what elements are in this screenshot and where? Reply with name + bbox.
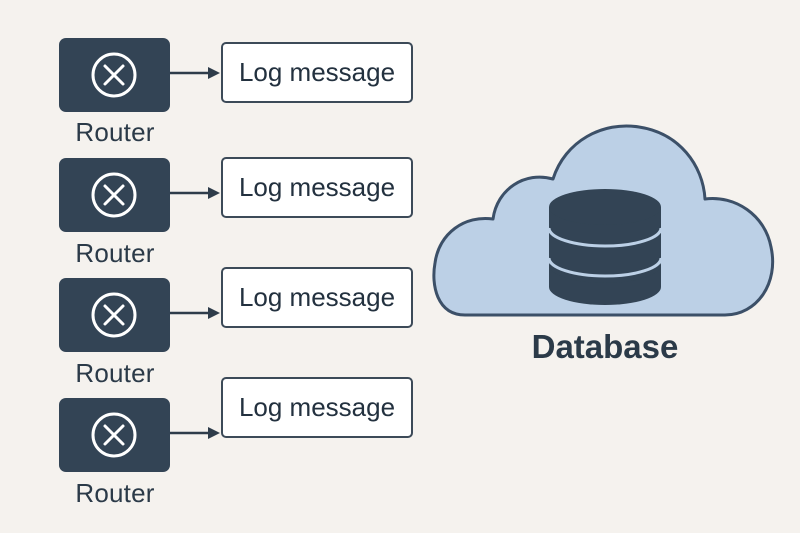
log-message-box: Log message [221,42,413,103]
arrow-right-icon [170,427,220,439]
router-label: Router [75,238,155,268]
database-label: Database [531,328,679,365]
cloud-icon [432,124,775,317]
router-label: Router [75,358,155,388]
router-icon-box [59,398,170,472]
router-icon-box [59,158,170,232]
arrow-right-icon [170,187,220,199]
log-message-box: Log message [221,157,413,218]
arrow-right-icon [170,307,220,319]
router-icon [91,292,137,338]
log-message-box: Log message [221,377,413,438]
router-icon-box [59,278,170,352]
router-icon-box [59,38,170,112]
router-label: Router [75,117,155,147]
router-icon [91,172,137,218]
router-icon [91,52,137,98]
router-label: Router [75,478,155,508]
log-message-box: Log message [221,267,413,328]
router-icon [91,412,137,458]
database-icon [547,189,663,305]
arrow-right-icon [170,67,220,79]
